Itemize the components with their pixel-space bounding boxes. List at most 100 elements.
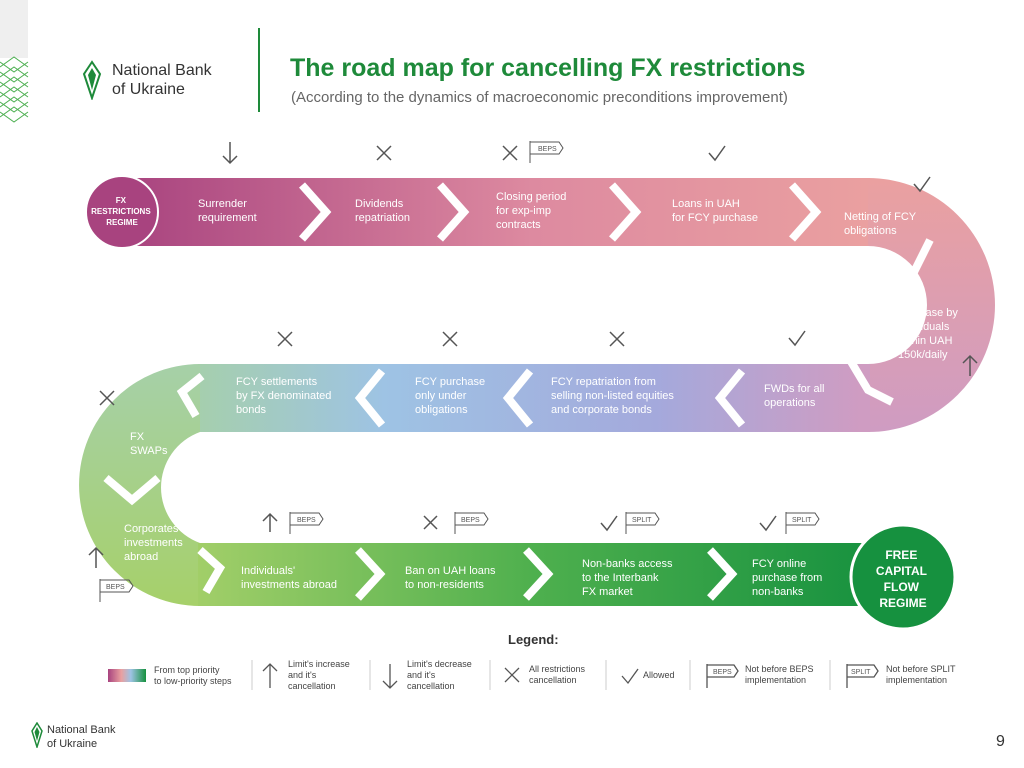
end-label-line: FREE xyxy=(885,548,917,562)
check-icon xyxy=(788,330,806,347)
end-label-line: CAPITAL xyxy=(876,564,927,578)
legend: BEPS SPLIT From top priority to low-prio… xyxy=(108,659,958,691)
footer-bank-name-line2: of Ukraine xyxy=(47,738,98,750)
chevron-right-icon xyxy=(197,547,226,595)
step-fcy-purchase-individuals: FCY purchase by individuals within UAH 1… xyxy=(897,293,961,361)
beps-flag-icon: BEPS xyxy=(289,512,324,534)
cross-icon xyxy=(423,515,438,530)
chevron-down-icon xyxy=(176,372,205,419)
legend-title: Legend: xyxy=(508,632,559,647)
chevron-down-icon xyxy=(103,474,161,506)
legend-allowed-text: Allowed xyxy=(643,670,675,680)
row2-chevrons xyxy=(354,368,746,428)
row2-labels: FWDs for all operations FCY repatriation… xyxy=(236,376,825,416)
legend-split-text: Not before SPLIT implementation xyxy=(886,664,958,685)
split-flag-icon: SPLIT xyxy=(625,512,660,534)
legend-cross-icon xyxy=(504,667,520,683)
arrow-up-icon xyxy=(262,512,278,532)
start-label-line: RESTRICTIONS xyxy=(91,207,151,216)
step-netting-fcy: Netting of FCY obligations xyxy=(844,211,919,237)
bank-name-line2: of Ukraine xyxy=(112,81,185,98)
header-pattern xyxy=(0,0,29,123)
road-row-1 xyxy=(118,178,870,246)
legend-split-tag: SPLIT xyxy=(851,669,871,676)
arrow-up-icon xyxy=(88,546,104,568)
beps-flag-icon: BEPS xyxy=(99,579,134,602)
page-title: The road map for cancelling FX restricti… xyxy=(290,54,806,82)
header-divider xyxy=(258,28,260,112)
end-label-line: FLOW xyxy=(884,580,920,594)
row3-labels: Individuals' investments abroad Ban on U… xyxy=(241,558,825,598)
arrow-down-icon xyxy=(222,142,238,165)
chevron-right-icon xyxy=(299,182,332,242)
chevron-right-icon xyxy=(523,547,554,601)
step-dividends-repatriation: Dividends repatriation xyxy=(355,198,410,224)
beps-flag-icon: BEPS xyxy=(454,512,489,534)
legend-limit-decrease-text: Limit's decrease and it's cancellation xyxy=(407,659,474,691)
row3-chevrons xyxy=(197,547,738,601)
cross-icon xyxy=(99,390,115,406)
step-fcy-settlements: FCY settlements by FX denominated bonds xyxy=(236,376,334,416)
step-fcy-purchase-obligations: FCY purchase only under obligations xyxy=(415,376,488,416)
check-icon xyxy=(600,515,618,532)
cross-icon xyxy=(277,331,293,347)
left-curve-chevrons xyxy=(103,372,205,506)
legend-beps-text: Not before BEPS implementation xyxy=(745,664,816,685)
cross-icon xyxy=(609,331,625,347)
flag-tags: BEPS BEPS BEPS SPLIT SPLIT BEPS xyxy=(99,141,820,602)
legend-beps-flag-icon xyxy=(706,664,739,688)
status-marks xyxy=(88,142,978,568)
right-curve-chevrons xyxy=(846,238,934,406)
legend-beps-tag: BEPS xyxy=(713,669,732,676)
chevron-down-icon xyxy=(886,238,934,278)
step-loans-in-uah: Loans in UAH for FCY purchase xyxy=(672,198,758,224)
chevron-left-icon xyxy=(354,368,386,428)
cross-icon xyxy=(442,331,458,347)
step-fx-swaps: FX SWAPs xyxy=(130,431,168,457)
end-circle xyxy=(849,523,957,631)
step-corporates-investments: Corporates' investments abroad xyxy=(124,523,186,563)
step-fcy-online-purchase: FCY online purchase from non-banks xyxy=(752,558,825,598)
road-curve-left xyxy=(79,364,200,606)
beps-flag-icon: BEPS xyxy=(529,141,564,163)
road-curve-right xyxy=(868,178,995,432)
start-label-line: REGIME xyxy=(106,218,138,227)
chevron-right-icon xyxy=(355,547,386,601)
legend-limit-increase-text: Limit's increase and it's cancellation xyxy=(288,659,352,691)
road-row-2 xyxy=(198,364,870,432)
split-flag-icon: SPLIT xyxy=(785,512,820,534)
chevron-right-icon xyxy=(609,182,642,242)
legend-gradient-swatch xyxy=(108,669,146,682)
legend-arrow-up-icon xyxy=(262,663,278,688)
start-circle xyxy=(85,175,159,249)
cross-icon xyxy=(376,145,392,161)
check-icon xyxy=(708,145,726,162)
legend-all-restrictions-text: All restrictions cancellation xyxy=(529,664,588,685)
legend-split-flag-icon xyxy=(846,664,879,688)
chevron-right-icon xyxy=(707,547,738,601)
end-label: FREE CAPITAL FLOW REGIME xyxy=(876,548,930,610)
footer-bank-name: National Bank of Ukraine xyxy=(47,723,116,751)
bank-name-line1: National Bank xyxy=(112,62,212,79)
step-fcy-repatriation: FCY repatriation from selling non-listed… xyxy=(551,376,677,416)
step-individuals-investments: Individuals' investments abroad xyxy=(241,565,337,591)
check-icon xyxy=(913,176,931,193)
step-closing-period: Closing period for exp-imp contracts xyxy=(496,191,569,231)
page-number: 9 xyxy=(996,733,1005,750)
legend-arrow-down-icon xyxy=(382,664,398,689)
arrow-up-icon xyxy=(962,354,978,376)
svg-text:BEPS: BEPS xyxy=(538,146,557,153)
footer-logo-icon xyxy=(31,722,43,748)
svg-text:BEPS: BEPS xyxy=(461,517,480,524)
page-subtitle: (According to the dynamics of macroecono… xyxy=(291,89,788,106)
legend-priority-text: From top priority to low-priority steps xyxy=(154,665,232,686)
step-surrender-requirement: Surrender requirement xyxy=(198,198,257,224)
start-label-line: FX xyxy=(116,196,127,205)
row1-labels: Surrender requirement Dividends repatria… xyxy=(198,191,919,237)
chevron-right-icon xyxy=(789,182,822,242)
chevron-left-icon xyxy=(714,368,746,428)
svg-text:SPLIT: SPLIT xyxy=(632,517,652,524)
step-non-banks-access: Non-banks access to the Interbank FX mar… xyxy=(582,558,676,598)
bank-name: National Bank of Ukraine xyxy=(112,61,212,99)
